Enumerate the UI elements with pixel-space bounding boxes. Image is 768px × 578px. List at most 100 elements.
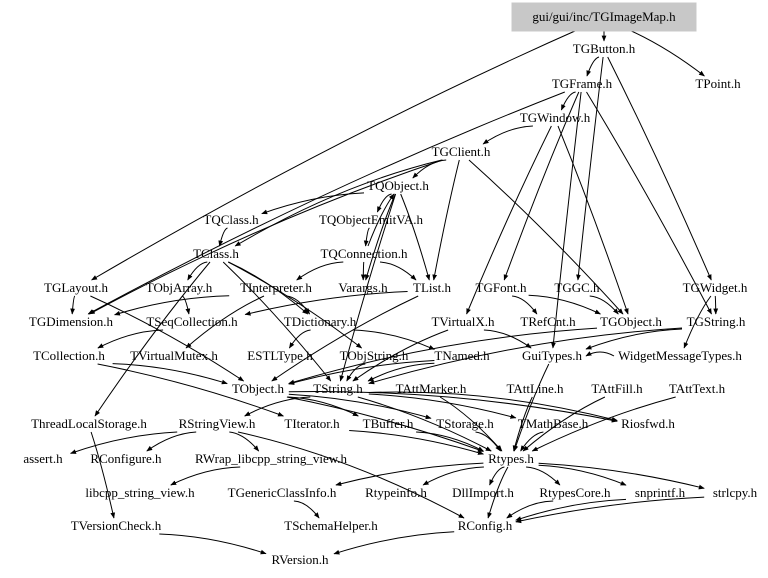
node-tg-client: TGClient.h: [432, 144, 491, 159]
node-label-t-att-text: TAttText.h: [669, 381, 726, 396]
edge-t-obj-string-to-t-string: [346, 363, 366, 382]
node-riosfwd: Riosfwd.h: [621, 416, 675, 431]
node-label-tg-window: TGWindow.h: [520, 110, 591, 125]
edge-t-interpreter-to-t-virtual-mutex: [185, 295, 265, 349]
node-tq-object-emit-va: TQObjectEmitVA.h: [319, 212, 424, 227]
node-r-string-view: RStringView.h: [179, 416, 256, 431]
node-label-tg-frame: TGFrame.h: [552, 76, 613, 91]
node-label-t-collection: TCollection.h: [33, 348, 105, 363]
edge-t-class-to-t-obj-array: [187, 261, 208, 281]
edge-tg-widget-to-tg-string: [713, 295, 719, 315]
node-label-varargs: Varargs.h: [338, 280, 388, 295]
edge-t-buffer-to-rtypes: [416, 431, 484, 452]
node-tq-connection: TQConnection.h: [320, 246, 408, 261]
node-label-r-string-view: RStringView.h: [179, 416, 256, 431]
edge-tg-widget-to-widget-message-types: [683, 295, 712, 349]
edge-r-string-view-to-r-config: [237, 431, 465, 519]
node-label-t-string: TString.h: [313, 381, 363, 396]
edge-t-string-to-t-math-base: [368, 393, 517, 419]
edge-tq-object-emit-va-to-tq-connection: [363, 227, 370, 247]
node-tg-button: TGButton.h: [573, 41, 636, 56]
node-t-schema-helper: TSchemaHelper.h: [284, 518, 378, 533]
edge-t-collection-to-t-object: [112, 363, 228, 385]
edge-tg-frame-to-tg-dimension: [87, 91, 565, 315]
edge-tg-button-to-tggc: [576, 56, 604, 281]
edge-rtypes-to-dll-import: [489, 466, 505, 486]
node-t-dictionary: TDictionary.h: [284, 314, 357, 329]
edge-t-att-text-to-rtypes: [531, 396, 676, 452]
node-label-thread-local-storage: ThreadLocalStorage.h: [31, 416, 147, 431]
edge-tq-object-to-tq-class: [261, 192, 365, 215]
edge-tg-font-to-t-ref-cnt: [512, 295, 538, 315]
node-label-tggc: TGGC.h: [554, 280, 600, 295]
node-label-tg-image-map: gui/gui/inc/TGImageMap.h: [532, 9, 676, 24]
node-label-t-version-check: TVersionCheck.h: [71, 518, 162, 533]
node-label-t-point: TPoint.h: [695, 76, 741, 91]
edge-t-interpreter-to-t-dictionary: [286, 295, 311, 315]
node-label-tq-object-emit-va: TQObjectEmitVA.h: [319, 212, 424, 227]
edge-tg-string-to-gui-types: [585, 328, 683, 350]
edge-t-dictionary-to-t-named: [353, 329, 435, 350]
node-label-t-math-base: TMathBase.h: [518, 416, 589, 431]
node-label-rtypes: Rtypes.h: [488, 451, 534, 466]
edge-t-math-base-to-rtypes: [520, 431, 544, 452]
node-rtypeinfo: Rtypeinfo.h: [365, 485, 427, 500]
node-label-dll-import: DllImport.h: [452, 485, 514, 500]
edge-tq-connection-to-tq-object: [367, 193, 395, 247]
node-label-t-obj-string: TObjString.h: [340, 348, 409, 363]
node-thread-local-storage: ThreadLocalStorage.h: [31, 416, 147, 431]
node-label-t-att-line: TAttLine.h: [506, 381, 564, 396]
node-label-t-att-marker: TAttMarker.h: [396, 381, 467, 396]
edge-t-obj-array-to-t-seq-collection: [181, 295, 191, 315]
node-label-tg-layout: TGLayout.h: [44, 280, 108, 295]
node-label-tq-object: TQObject.h: [367, 178, 429, 193]
edge-t-string-to-r-string-view: [244, 396, 311, 417]
edge-tq-connection-to-t-list: [379, 261, 417, 281]
node-label-t-interpreter: TInterpreter.h: [240, 280, 312, 295]
node-t-iterator: TIterator.h: [284, 416, 340, 431]
node-label-widget-message-types: WidgetMessageTypes.h: [618, 348, 742, 363]
node-widget-message-types: WidgetMessageTypes.h: [618, 348, 742, 363]
node-t-named: TNamed.h: [434, 348, 490, 363]
edge-tq-object-to-t-string: [339, 193, 397, 382]
node-t-object: TObject.h: [232, 381, 285, 396]
node-t-att-fill: TAttFill.h: [591, 381, 643, 396]
node-label-riosfwd: Riosfwd.h: [621, 416, 675, 431]
edge-tg-string-to-t-string: [368, 327, 683, 385]
node-label-tg-string: TGString.h: [687, 314, 746, 329]
edge-t-string-to-riosfwd: [368, 391, 618, 422]
edge-rtypes-core-to-r-config: [506, 500, 554, 519]
node-r-configure: RConfigure.h: [90, 451, 162, 466]
edge-tg-window-to-tg-client: [482, 125, 533, 145]
node-label-t-ref-cnt: TRefCnt.h: [520, 314, 576, 329]
node-label-t-virtual-x: TVirtualX.h: [431, 314, 495, 329]
node-tq-class: TQClass.h: [203, 212, 259, 227]
edge-tg-frame-to-tg-string: [586, 91, 712, 315]
node-label-t-object: TObject.h: [232, 381, 285, 396]
edge-tg-frame-to-gui-types: [551, 91, 582, 349]
node-label-tg-button: TGButton.h: [573, 41, 636, 56]
node-r-config: RConfig.h: [458, 518, 513, 533]
node-t-virtual-mutex: TVirtualMutex.h: [130, 348, 218, 363]
edge-tggc-to-tg-object: [589, 295, 619, 315]
node-label-t-seq-collection: TSeqCollection.h: [146, 314, 238, 329]
root-node-box: [511, 2, 697, 32]
node-t-obj-array: TObjArray.h: [146, 280, 213, 295]
node-gui-types: GuiTypes.h: [522, 348, 583, 363]
edge-rtypes-to-rtypeinfo: [422, 466, 484, 486]
edges: [70, 24, 719, 555]
node-tq-object: TQObject.h: [367, 178, 429, 193]
node-tg-widget: TGWidget.h: [683, 280, 748, 295]
edge-tg-client-to-t-class: [234, 159, 442, 247]
node-t-version-check: TVersionCheck.h: [71, 518, 162, 533]
edge-tq-object-to-varargs: [364, 193, 396, 281]
node-label-t-class: TClass.h: [193, 246, 239, 261]
node-dll-import: DllImport.h: [452, 485, 514, 500]
node-tg-font: TGFont.h: [476, 280, 527, 295]
node-tg-layout: TGLayout.h: [44, 280, 108, 295]
node-t-virtual-x: TVirtualX.h: [431, 314, 495, 329]
edge-tg-window-to-t-virtual-x: [466, 125, 552, 315]
edge-t-class-to-t-obj-string: [228, 261, 363, 349]
node-t-interpreter: TInterpreter.h: [240, 280, 312, 295]
edge-t-list-to-t-object: [271, 295, 419, 382]
